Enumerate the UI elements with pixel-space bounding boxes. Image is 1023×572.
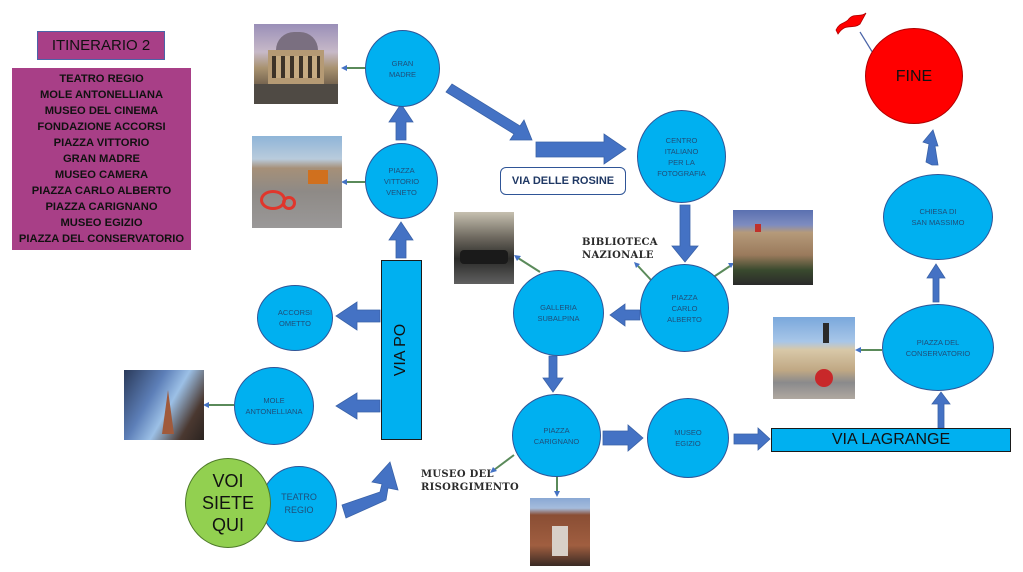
- node-text: TEATRO: [281, 492, 317, 502]
- node-text: OMETTO: [279, 319, 311, 328]
- itinerary-item: MOLE ANTONELLIANA: [39, 89, 164, 101]
- node-text: PIAZZA DEL: [916, 337, 960, 347]
- itinerary-list: TEATRO REGIO MOLE ANTONELLIANA MUSEO DEL…: [12, 68, 191, 250]
- start-line: QUI: [211, 515, 244, 535]
- node-text: SAN MASSIMO: [911, 218, 965, 227]
- arrow-viapo-to-accorsi: [335, 301, 381, 331]
- itinerary-item: MUSEO DEL CINEMA: [44, 105, 159, 117]
- street-via-lagrange-label: VIA LAGRANGE: [831, 431, 951, 448]
- node-centro-fotografia: CENTRO ITALIANO PER LA FOTOGRAFIA: [637, 110, 726, 203]
- node-text: ITALIANO: [664, 146, 699, 156]
- node-piazza-carignano: PIAZZA CARIGNANO: [512, 394, 601, 477]
- node-museo-egizio: MUSEO EGIZIO: [647, 398, 729, 478]
- street-via-delle-rosine-label: VIA DELLE ROSINE: [511, 175, 615, 187]
- end-label: FINE: [895, 67, 933, 85]
- arrow-centro-to-carloalberto: [671, 204, 699, 263]
- node-text: CARIGNANO: [533, 436, 580, 446]
- arrow-lagrange-to-conservatorio: [931, 391, 951, 429]
- label-line: BIBLIOTECA: [582, 237, 658, 248]
- node-text: MADRE: [388, 69, 417, 79]
- node-text: FOTOGRAFIA: [657, 168, 706, 178]
- node-text: VITTORIO: [383, 176, 420, 186]
- node-text: ACCORSI: [277, 308, 313, 317]
- arrow-carignano-to-egizio: [602, 424, 644, 452]
- node-teatro-regio: TEATRO REGIO: [261, 466, 337, 542]
- node-text: PIAZZA: [671, 292, 698, 302]
- node-piazza-conservatorio: PIAZZA DEL CONSERVATORIO: [882, 304, 994, 391]
- street-via-po: VIA PO: [381, 260, 422, 440]
- node-text: CENTRO: [665, 135, 698, 145]
- node-text: EGIZIO: [675, 439, 701, 448]
- label-line: NAZIONALE: [582, 250, 654, 261]
- node-text: ANTONELLIANA: [245, 407, 303, 416]
- street-via-lagrange: VIA LAGRANGE: [771, 428, 1011, 452]
- node-text: CARLO: [671, 303, 698, 313]
- connector-biblioteca: [637, 265, 652, 281]
- connector-risorgimento: [493, 454, 515, 471]
- node-text: CHIESA DI: [919, 207, 957, 216]
- node-text: GALLERIA: [540, 303, 577, 312]
- itinerary-item: FONDAZIONE ACCORSI: [37, 121, 166, 133]
- arrow-viapo-to-vittorio: [388, 221, 414, 259]
- photo-piazza-carlo-alberto: [733, 210, 813, 285]
- arrow-teatro-to-viapo: [341, 461, 399, 519]
- arrow-conservatorio-to-sanmassimo: [926, 263, 946, 303]
- label-biblioteca-nazionale: BIBLIOTECA NAZIONALE: [582, 236, 658, 262]
- start-node-voi-siete-qui: VOI SIETE QUI: [185, 458, 271, 548]
- node-text: PIAZZA: [543, 425, 570, 435]
- node-mole-antonelliana: MOLE ANTONELLIANA: [234, 367, 314, 445]
- itinerary-item: MUSEO CAMERA: [54, 169, 149, 181]
- node-gran-madre: GRAN MADRE: [365, 30, 440, 107]
- end-node-fine: FINE: [865, 28, 963, 124]
- photo-piazza-conservatorio: [773, 317, 855, 399]
- label-museo-risorgimento: MUSEO DEL RISORGIMENTO: [421, 468, 519, 494]
- node-piazza-vittorio-veneto: PIAZZA VITTORIO VENETO: [365, 143, 438, 219]
- photo-galleria-subalpina: [454, 212, 514, 284]
- itinerary-item: TEATRO REGIO: [59, 73, 144, 85]
- node-text: CONSERVATORIO: [905, 348, 971, 358]
- arrow-granmadre-diagonal: [445, 83, 533, 141]
- label-line: RISORGIMENTO: [421, 482, 520, 493]
- photo-piazza-vittorio: [252, 136, 342, 228]
- photo-mole-antonelliana: [124, 370, 204, 440]
- start-line: VOI: [212, 471, 244, 491]
- start-line: SIETE: [201, 493, 254, 513]
- node-accorsi-ometto: ACCORSI OMETTO: [257, 285, 333, 351]
- node-text: MUSEO: [674, 428, 702, 437]
- node-text: MOLE: [263, 396, 285, 405]
- photo-palazzo-carignano: [530, 498, 590, 566]
- node-text: SUBALPINA: [537, 314, 580, 323]
- street-via-delle-rosine: VIA DELLE ROSINE: [500, 167, 626, 195]
- node-chiesa-san-massimo: CHIESA DI SAN MASSIMO: [883, 174, 993, 260]
- street-via-po-label: VIA PO: [392, 323, 410, 377]
- arrow-viapo-to-mole: [335, 392, 381, 420]
- node-piazza-carlo-alberto: PIAZZA CARLO ALBERTO: [640, 264, 729, 352]
- arrow-galleria-to-carignano: [542, 355, 564, 393]
- arrow-rosine-to-centro: [535, 133, 627, 165]
- label-line: MUSEO DEL: [421, 469, 494, 480]
- arrow-egizio-to-lagrange: [733, 427, 771, 451]
- node-text: VENETO: [386, 187, 417, 197]
- itinerary-item: PIAZZA CARLO ALBERTO: [31, 185, 172, 197]
- connector-galleria-photo: [517, 257, 541, 273]
- itinerary-item: GRAN MADRE: [62, 153, 141, 165]
- finish-flag-icon: [835, 12, 877, 59]
- node-galleria-subalpina: GALLERIA SUBALPINA: [513, 270, 604, 356]
- node-text: ALBERTO: [667, 314, 702, 324]
- node-text: PIAZZA: [388, 165, 415, 175]
- arrow-vittorio-to-granmadre: [388, 103, 414, 141]
- arrow-carloalberto-to-galleria: [609, 303, 641, 327]
- photo-gran-madre: [254, 24, 338, 104]
- itinerary-item: MUSEO EGIZIO: [60, 217, 143, 229]
- itinerary-item: PIAZZA VITTORIO: [53, 137, 150, 149]
- itinerary-title: ITINERARIO 2: [37, 31, 165, 60]
- itinerary-item: PIAZZA CARIGNANO: [45, 201, 158, 213]
- arrow-sanmassimo-to-fine: [922, 129, 939, 166]
- node-text: PER LA: [668, 157, 695, 167]
- node-text: GRAN: [391, 58, 414, 68]
- itinerary-item: PIAZZA DEL CONSERVATORIO: [18, 233, 185, 245]
- node-text: REGIO: [284, 505, 314, 515]
